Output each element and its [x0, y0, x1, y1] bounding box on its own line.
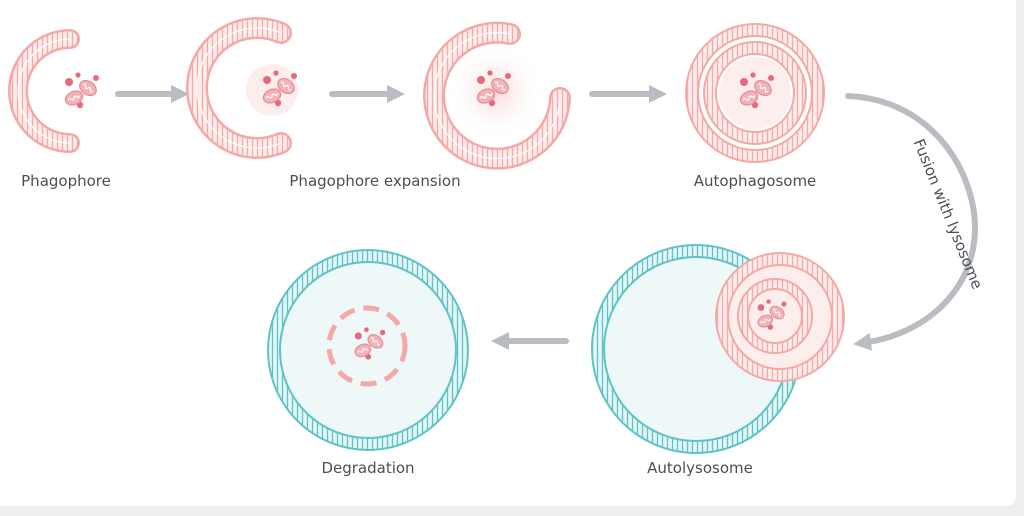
degrading-membrane	[326, 305, 408, 387]
closing-glow	[446, 42, 546, 142]
autophagosome	[685, 23, 825, 163]
phagophore-membrane	[8, 29, 80, 153]
expansion-membrane	[186, 17, 292, 159]
closing-membrane	[423, 21, 571, 170]
label-degradation: Degradation	[321, 459, 415, 477]
phagophore-cargo	[63, 72, 99, 108]
label-phagophore-expansion: Phagophore expansion	[289, 172, 461, 190]
fusion-arrow	[845, 93, 979, 351]
autolysosome-autophagosome	[715, 252, 845, 382]
label-phagophore: Phagophore	[21, 172, 111, 190]
label-autolysosome: Autolysosome	[647, 459, 753, 477]
label-autophagosome: Autophagosome	[693, 172, 817, 190]
